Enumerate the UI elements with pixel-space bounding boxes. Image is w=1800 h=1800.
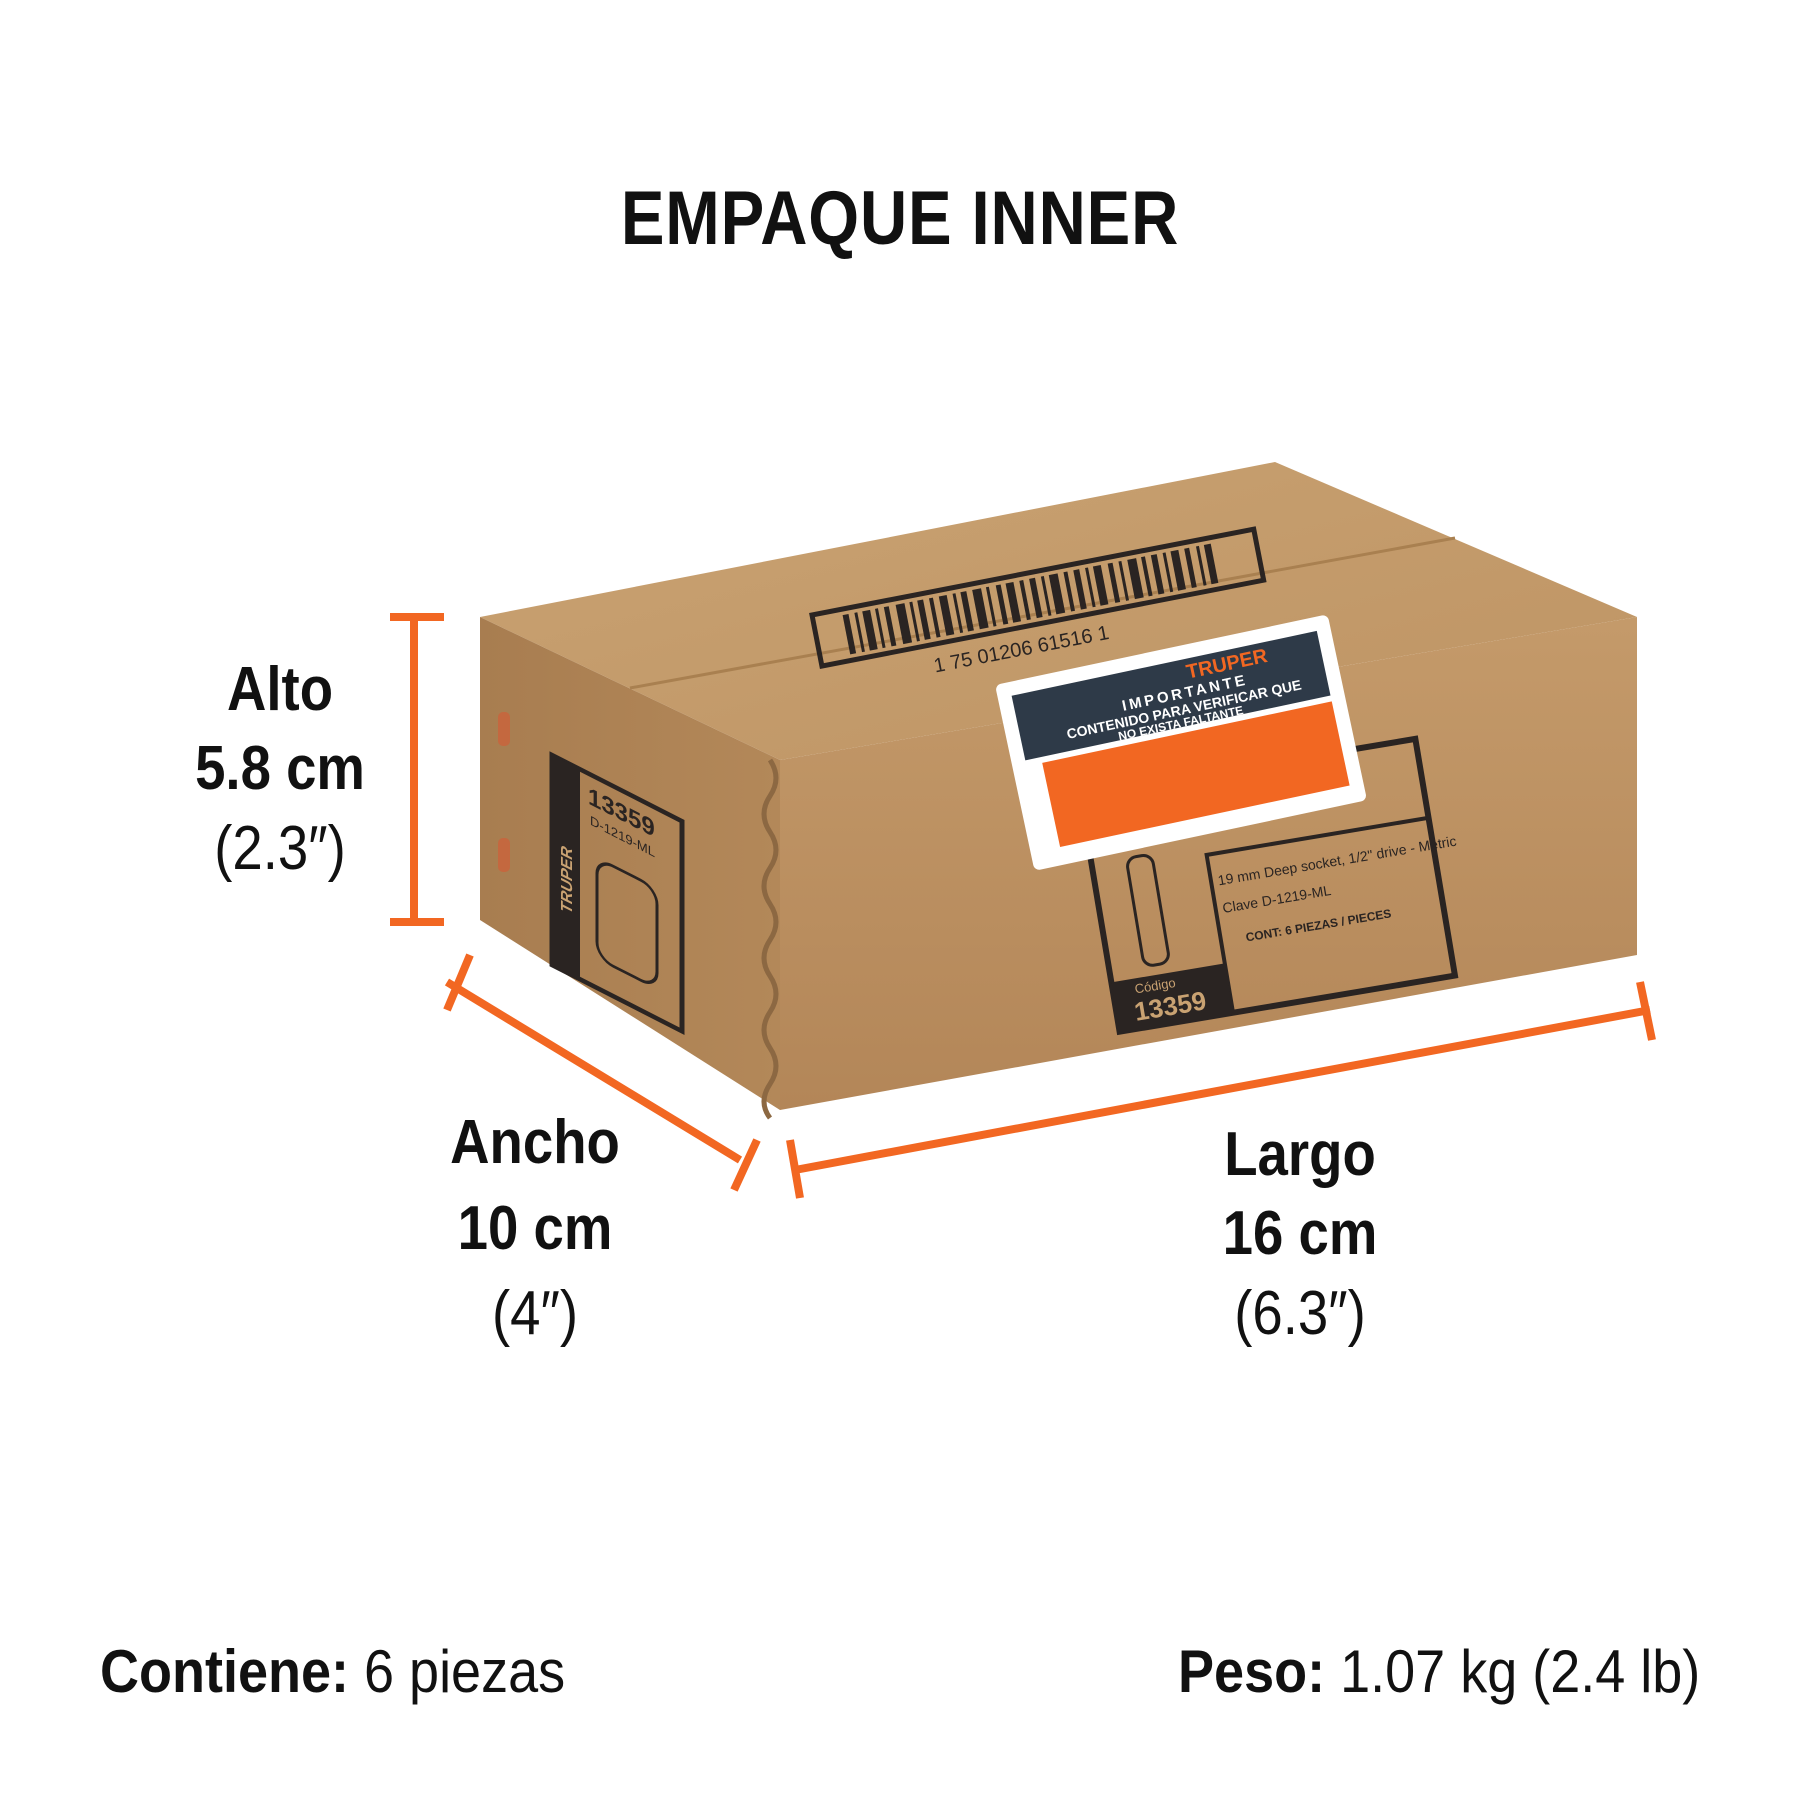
side-brand: TRUPER xyxy=(558,842,576,917)
box-side-face xyxy=(480,617,780,1110)
contents-info: Contiene: 6 piezas xyxy=(100,1637,565,1706)
corrugated-edge xyxy=(761,758,779,1120)
weight-value: 1.07 kg (2.4 lb) xyxy=(1339,1638,1700,1705)
weight-info: Peso: 1.07 kg (2.4 lb) xyxy=(1178,1637,1700,1706)
top-flap-seam xyxy=(629,536,1456,690)
contents-value: 6 piezas xyxy=(363,1638,566,1705)
dimension-lines xyxy=(390,613,1656,1199)
staple-upper xyxy=(498,712,510,746)
alto-label: Alto 5.8 cm (2.3″) xyxy=(157,650,403,888)
side-print-panel: TRUPER 13359 D-1219-ML xyxy=(549,751,685,1036)
page-title: EMPAQUE INNER xyxy=(620,176,1180,261)
ancho-label: Ancho 10 cm (4″) xyxy=(412,1100,658,1357)
weight-label: Peso: xyxy=(1177,1638,1325,1705)
ancho-metric: 10 cm xyxy=(457,1193,613,1263)
alto-imperial: (2.3″) xyxy=(214,813,346,883)
largo-name: Largo xyxy=(1224,1120,1376,1189)
truper-sticker: TRUPER IMPORTANTE CONTENIDO PARA VERIFIC… xyxy=(996,615,1366,870)
ancho-name: Ancho xyxy=(450,1108,620,1177)
largo-label: Largo 16 cm (6.3″) xyxy=(1177,1115,1423,1353)
alto-metric: 5.8 cm xyxy=(195,734,365,804)
alto-dimension-line xyxy=(390,613,444,926)
ancho-imperial: (4″) xyxy=(491,1279,578,1349)
staple-lower xyxy=(498,838,510,872)
alto-name: Alto xyxy=(226,655,334,724)
largo-imperial: (6.3″) xyxy=(1234,1278,1366,1348)
largo-dimension-line xyxy=(786,981,1656,1199)
front-codigo-label: Código xyxy=(1134,975,1177,997)
largo-metric: 16 cm xyxy=(1222,1199,1378,1269)
barcode: 1 75 01206 61516 1 xyxy=(809,526,1267,677)
cardboard-box: 1 75 01206 61516 1 19 mm Deep socket, 1/… xyxy=(480,462,1637,1120)
ancho-dimension-line xyxy=(443,953,761,1192)
contents-label: Contiene: xyxy=(100,1638,349,1705)
